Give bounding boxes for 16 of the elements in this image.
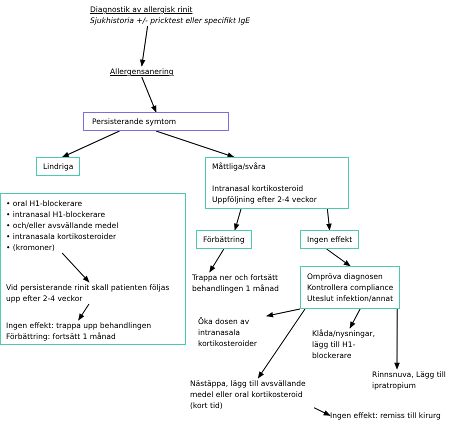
group-box	[0, 193, 186, 345]
arrow	[258, 308, 306, 379]
arrow	[141, 76, 156, 113]
arrow	[394, 308, 400, 370]
arrow	[326, 208, 332, 231]
arrow	[78, 304, 90, 321]
arrow	[62, 252, 90, 283]
arrow	[326, 248, 351, 266]
arrow	[62, 130, 120, 158]
arrow	[234, 208, 242, 231]
arrow	[140, 26, 148, 67]
arrow	[314, 407, 331, 416]
arrow	[350, 308, 361, 329]
arrow	[266, 308, 300, 318]
arrow	[209, 248, 224, 273]
arrow	[156, 130, 234, 158]
